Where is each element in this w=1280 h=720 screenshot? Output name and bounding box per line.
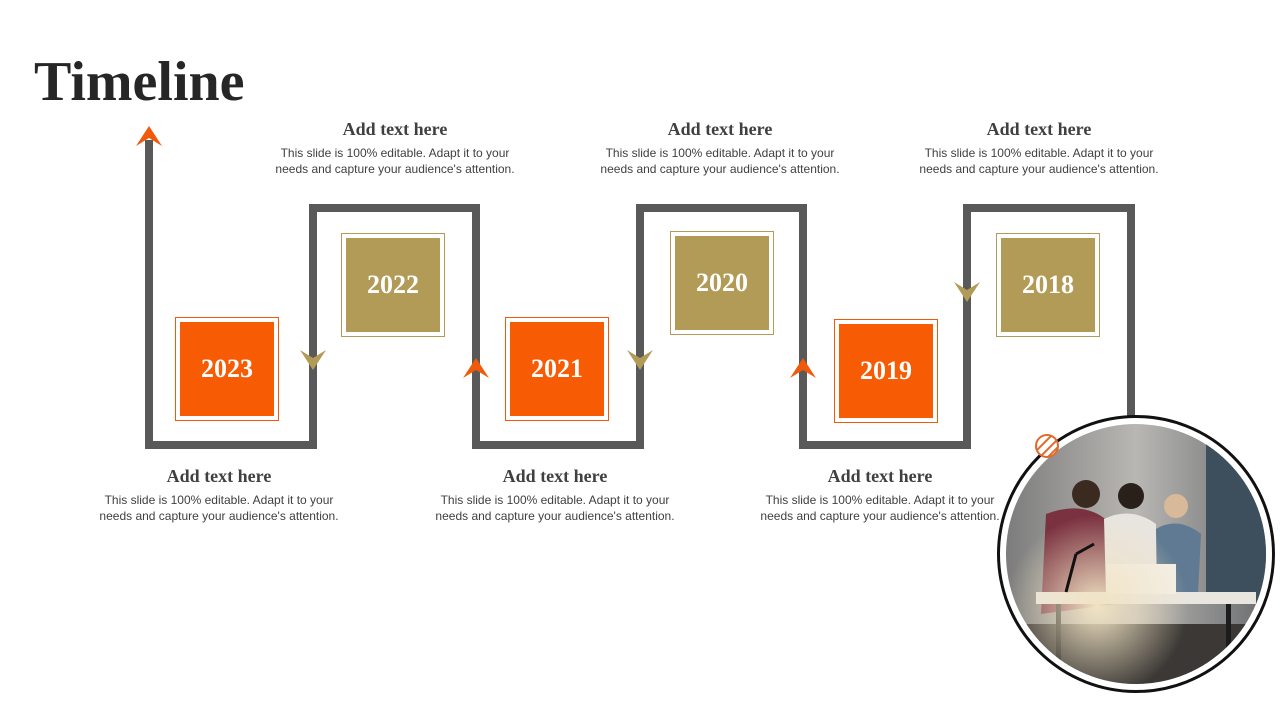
text-block-body: This slide is 100% editable. Adapt it to… xyxy=(919,145,1159,176)
year-box-2023: 2023 xyxy=(175,317,279,421)
chevron-arrow-icon xyxy=(954,282,980,302)
text-block-2021: Add text here This slide is 100% editabl… xyxy=(435,466,675,524)
text-block-body: This slide is 100% editable. Adapt it to… xyxy=(435,492,675,523)
year-label: 2023 xyxy=(180,322,274,416)
text-block-heading: Add text here xyxy=(502,466,608,486)
chevron-arrow-icon xyxy=(463,358,489,378)
year-label: 2022 xyxy=(346,238,440,332)
text-block-2018: Add text here This slide is 100% editabl… xyxy=(919,119,1159,177)
text-block-2020: Add text here This slide is 100% editabl… xyxy=(600,119,840,177)
text-block-2019: Add text here This slide is 100% editabl… xyxy=(760,466,1000,524)
chevron-arrow-icon xyxy=(790,358,816,378)
chevron-arrow-icon xyxy=(136,126,162,146)
slide-title: Timeline xyxy=(34,51,245,113)
striped-circle-icon xyxy=(1035,434,1059,458)
text-block-2023: Add text here This slide is 100% editabl… xyxy=(99,466,339,524)
year-box-2018: 2018 xyxy=(996,233,1100,337)
year-box-2020: 2020 xyxy=(670,231,774,335)
year-label: 2021 xyxy=(510,322,604,416)
year-box-2022: 2022 xyxy=(341,233,445,337)
chevron-arrow-icon xyxy=(300,350,326,370)
timeline-line xyxy=(145,140,1135,449)
team-working-photo xyxy=(1006,424,1266,684)
text-block-heading: Add text here xyxy=(667,119,773,139)
chevron-arrow-icon xyxy=(627,350,653,370)
text-block-heading: Add text here xyxy=(986,119,1092,139)
text-block-body: This slide is 100% editable. Adapt it to… xyxy=(99,492,339,523)
text-block-body: This slide is 100% editable. Adapt it to… xyxy=(600,145,840,176)
year-label: 2018 xyxy=(1001,238,1095,332)
year-label: 2020 xyxy=(675,236,769,330)
text-block-heading: Add text here xyxy=(166,466,272,486)
year-label: 2019 xyxy=(839,324,933,418)
text-block-body: This slide is 100% editable. Adapt it to… xyxy=(275,145,515,176)
text-block-2022: Add text here This slide is 100% editabl… xyxy=(275,119,515,177)
year-box-2021: 2021 xyxy=(505,317,609,421)
text-block-heading: Add text here xyxy=(827,466,933,486)
text-block-body: This slide is 100% editable. Adapt it to… xyxy=(760,492,1000,523)
text-block-heading: Add text here xyxy=(342,119,448,139)
year-box-2019: 2019 xyxy=(834,319,938,423)
